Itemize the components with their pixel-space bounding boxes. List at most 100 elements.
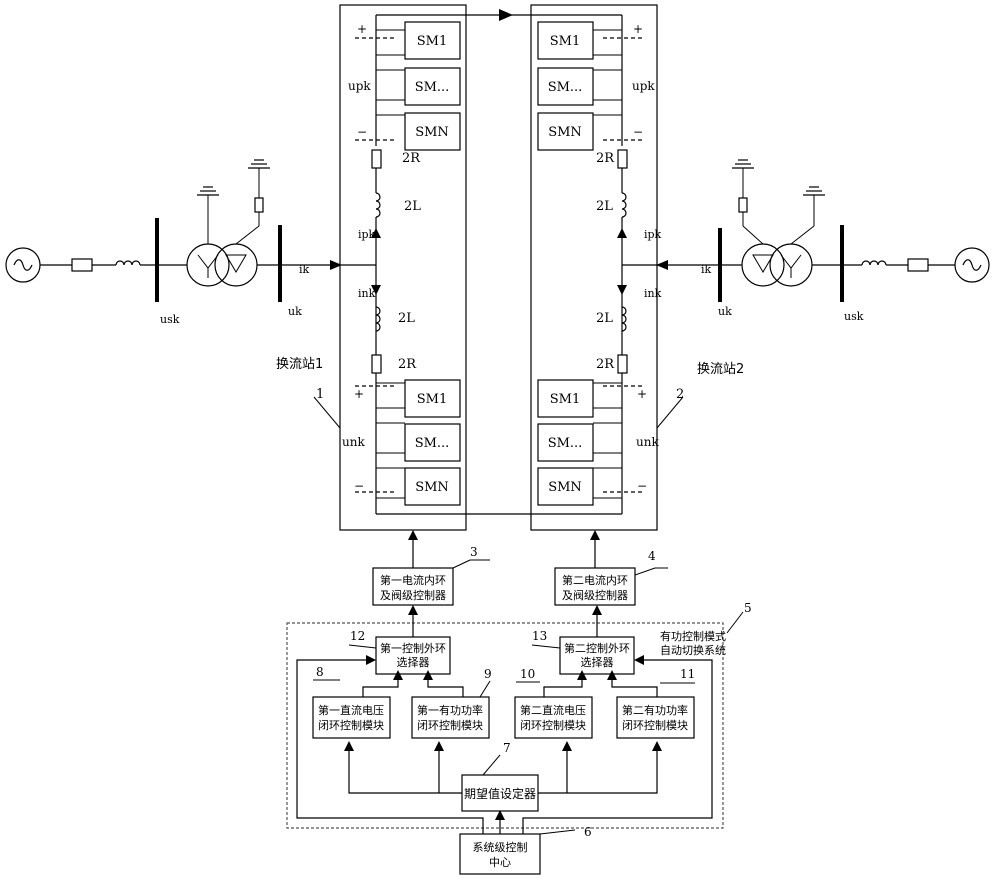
station-2-frame	[530, 4, 658, 531]
inner-controller-2-line2: 及阀级控制器	[562, 588, 628, 602]
station-2-upper-minus: −	[633, 125, 643, 139]
station-2-lower-inductor	[621, 306, 627, 332]
outer-loop-selector-2-line2: 选择器	[581, 655, 614, 669]
expected-value-setter-number: 7	[503, 741, 511, 755]
station-1-ac-side: ik uk usk	[5, 159, 376, 326]
station-2-ink-label: ink	[644, 287, 662, 300]
station-2-upper-smn	[537, 112, 594, 151]
station-2-lower-minus: −	[637, 479, 647, 493]
station-2-upper-plus: +	[633, 22, 643, 36]
station-2-usk-label: usk	[844, 310, 864, 323]
outer-loop-selector-2	[559, 636, 635, 675]
inductor-label: 2L	[596, 199, 613, 214]
sm-label: SM1	[417, 34, 448, 49]
sm-label: SM1	[417, 392, 448, 407]
station-2-upper-resistor	[617, 149, 628, 169]
outer-loop-selector-1	[375, 636, 451, 675]
sm-label: SM...	[415, 80, 450, 95]
station-1-ik-label: ik	[299, 263, 310, 276]
station-1-usk-label: usk	[160, 313, 180, 326]
expected-value-setter-label: 期望值设定器	[464, 786, 536, 801]
station-1-upk-label: upk	[348, 79, 371, 93]
inner-controller-1-line2: 及阀级控制器	[380, 588, 446, 602]
station-1-unk-label: unk	[342, 435, 365, 449]
converter-station-2: + SM1 SM... SMN upk − 2R 2L ipk ink 2L 2…	[530, 4, 744, 531]
sm-label: SM...	[415, 436, 450, 451]
resistor-label: 2R	[596, 357, 615, 372]
station-1-uk-label: uk	[288, 305, 302, 318]
station-1-number: 1	[316, 387, 324, 402]
active-power-module-2-number: 11	[680, 667, 695, 681]
inner-controller-2	[554, 567, 636, 606]
inductor-label: 2L	[398, 311, 415, 326]
station-1-upper-sm-mid	[404, 67, 461, 106]
station-1-lower-minus: −	[354, 479, 364, 493]
resistor-label: 2R	[402, 151, 421, 166]
sm-label: SMN	[415, 125, 449, 140]
expected-value-setter	[461, 774, 539, 812]
inductor-label: 2L	[596, 311, 613, 326]
sm-label: SM...	[548, 436, 583, 451]
station-2-label: 换流站2	[697, 362, 744, 377]
station-1-frame	[339, 4, 467, 531]
active-power-module-2	[616, 696, 695, 739]
station-2-upk-label: upk	[632, 79, 655, 93]
station-2-lower-resistor	[617, 354, 628, 374]
outer-loop-selector-1-line1: 第一控制外环	[380, 641, 446, 655]
station-2-upper-sm1	[537, 21, 594, 60]
inner-controller-2-number: 4	[648, 549, 656, 563]
dc-voltage-module-2-line2: 闭环控制模块	[520, 718, 586, 732]
station-1-upper-smn	[404, 112, 461, 151]
dc-voltage-module-1-number: 8	[316, 665, 324, 679]
station-1-lower-inductor	[375, 306, 381, 332]
dc-voltage-module-1	[312, 696, 391, 739]
station-1-lower-resistor	[371, 354, 382, 374]
station-1-upper-plus: +	[357, 22, 367, 36]
control-center-number: 6	[584, 825, 592, 839]
resistor-label: 2R	[398, 357, 417, 372]
station-2-ipk-label: ipk	[644, 228, 662, 241]
dc-voltage-module-1-line2: 闭环控制模块	[318, 718, 384, 732]
station-2-lower-smn	[537, 467, 594, 506]
station-2-ik-label: ik	[701, 263, 712, 276]
active-power-module-1	[411, 696, 490, 739]
outer-loop-selector-2-number: 13	[532, 629, 547, 643]
converter-station-1: + SM1 SM... SMN upk − 2R 2L ipk ink 2L 2…	[276, 4, 467, 531]
inductor-label: 2L	[404, 199, 421, 214]
inner-controller-1-line1: 第一电流内环	[380, 573, 446, 587]
station-1-lower-smn	[404, 467, 461, 506]
dc-voltage-module-2	[514, 696, 593, 739]
sm-label: SMN	[548, 125, 582, 140]
sm-label: SM1	[550, 392, 581, 407]
station-2-ac-source	[954, 247, 990, 283]
station-1-ac-source	[5, 247, 41, 283]
station-2-lower-sm1	[537, 379, 594, 418]
station-2-lower-plus: +	[637, 387, 647, 401]
outer-loop-selector-1-line2: 选择器	[397, 655, 430, 669]
station-2-unk-label: unk	[636, 435, 659, 449]
dc-voltage-module-1-line1: 第一直流电压	[318, 703, 384, 717]
sm-label: SMN	[415, 480, 449, 495]
station-1-upper-minus: −	[357, 125, 367, 139]
outer-loop-selector-2-line1: 第二控制外环	[564, 641, 630, 655]
station-1-ipk-label: ipk	[358, 228, 376, 241]
dc-voltage-module-2-line1: 第二直流电压	[520, 703, 586, 717]
station-1-upper-resistor	[371, 149, 382, 169]
mode-switching-system-boundary	[286, 622, 724, 829]
station-1-lower-sm1	[404, 379, 461, 418]
active-power-module-1-line1: 第一有功功率	[417, 703, 483, 717]
inner-controller-1-number: 3	[470, 545, 478, 559]
station-2-lower-sm-mid	[537, 423, 594, 462]
station-1-lower-sm-mid	[404, 423, 461, 462]
control-center-line2: 中心	[489, 856, 511, 869]
station-2-ac-side: ik uk usk	[622, 159, 990, 323]
station-1-upper-sm1	[404, 21, 461, 60]
active-power-module-1-line2: 闭环控制模块	[417, 718, 483, 732]
dc-voltage-module-2-number: 10	[520, 667, 535, 681]
station-2-upper-sm-mid	[537, 67, 594, 106]
station-1-ink-label: ink	[358, 287, 376, 300]
station-1-label: 换流站1	[276, 357, 323, 372]
mode-switching-system-line1: 有功控制模式	[660, 629, 726, 643]
system-level-control-center	[459, 833, 541, 875]
control-system: 第一电流内环 及阀级控制器 3 第二电流内环 及阀级控制器 4 有功控制模式 自…	[286, 530, 752, 875]
